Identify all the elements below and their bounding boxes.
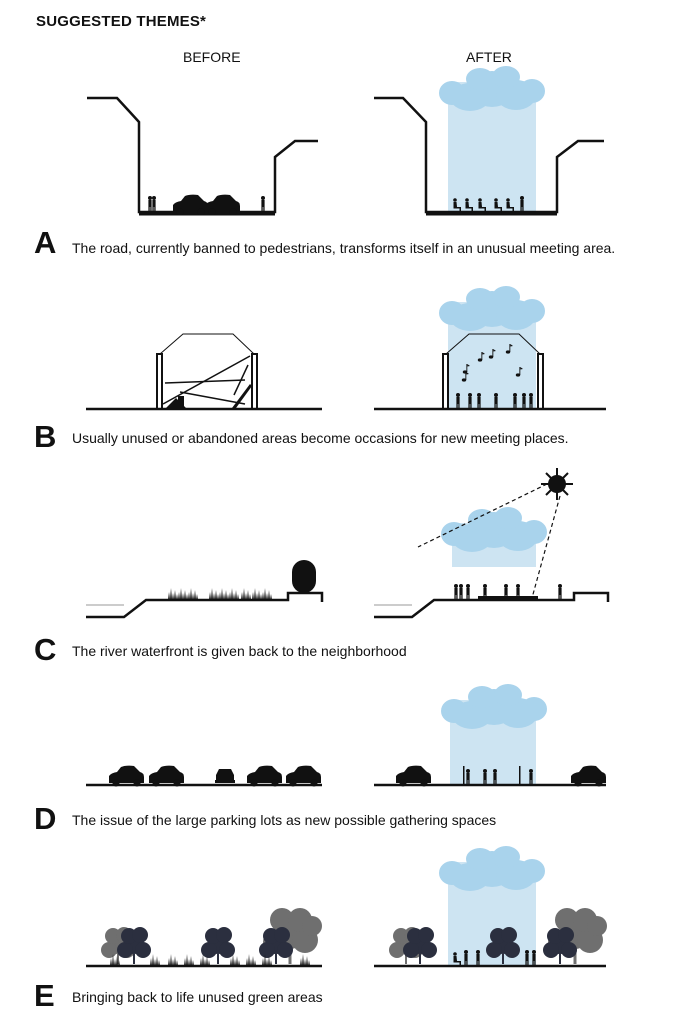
theme-e-letter: E <box>34 978 55 1013</box>
theme-d-cloud <box>441 684 547 729</box>
theme-b-before-debris <box>166 384 252 408</box>
theme-b-before <box>86 333 322 411</box>
page-title: SUGGESTED THEMES* <box>36 13 207 30</box>
theme-b-after <box>374 333 606 411</box>
theme-e-caption: Bringing back to life unused green areas <box>72 989 323 1005</box>
theme-d-before-cars <box>109 765 321 787</box>
theme-e-cloud <box>439 846 545 891</box>
theme-b-letter: B <box>34 419 57 454</box>
theme-d-letter: D <box>34 801 57 836</box>
theme-b-caption: Usually unused or abandoned areas become… <box>72 430 569 446</box>
theme-c-letter: C <box>34 632 57 667</box>
theme-e-before-trees <box>101 908 322 966</box>
theme-c-before <box>86 591 324 619</box>
theme-c-after <box>374 591 610 619</box>
theme-b-cloud <box>439 286 545 331</box>
theme-c-before-vegetation <box>168 560 316 600</box>
theme-d-caption: The issue of the large parking lots as n… <box>72 812 497 828</box>
before-heading: BEFORE <box>183 49 241 65</box>
theme-a-before <box>87 96 318 216</box>
sun-icon <box>541 468 573 500</box>
theme-a-after <box>374 96 604 216</box>
theme-a-caption: The road, currently banned to pedestrian… <box>72 240 616 256</box>
theme-c-sun-rays <box>417 483 561 599</box>
theme-d-after-figures <box>396 765 606 787</box>
theme-a-cloud <box>439 66 545 111</box>
theme-c-after-figures <box>454 584 562 600</box>
after-heading: AFTER <box>466 49 512 65</box>
theme-c-cloud <box>441 507 547 552</box>
theme-c-caption: The river waterfront is given back to th… <box>72 643 407 659</box>
theme-a-letter: A <box>34 225 57 260</box>
